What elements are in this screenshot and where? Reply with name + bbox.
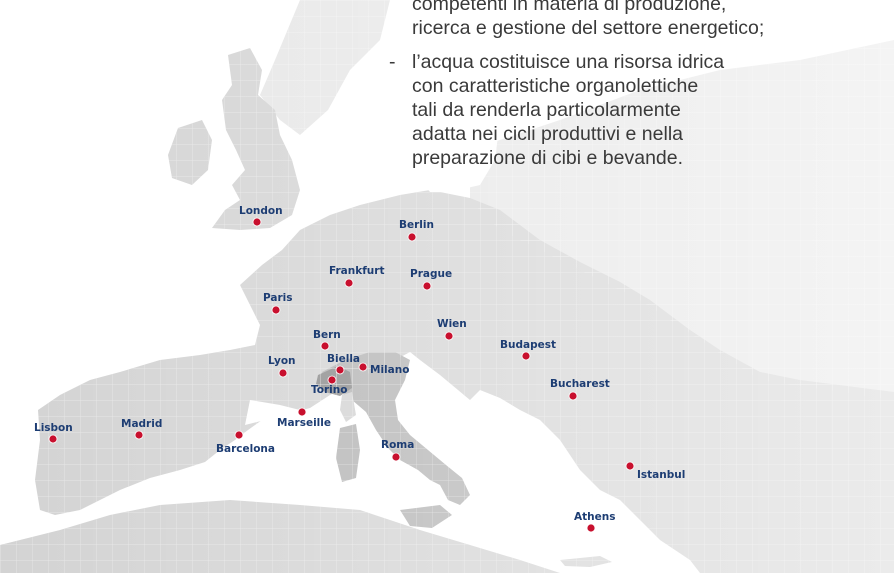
london-label: London <box>239 205 283 217</box>
city-istanbul: Istanbul <box>625 461 685 481</box>
city-wien: Wien <box>437 318 467 341</box>
city-bucharest: Bucharest <box>550 378 610 401</box>
roma-marker <box>391 452 401 462</box>
city-prague: Prague <box>410 268 452 291</box>
milano-marker <box>358 362 368 372</box>
marseille-label: Marseille <box>277 417 331 429</box>
city-berlin: Berlin <box>399 219 434 242</box>
athens-marker <box>586 523 596 533</box>
athens-label: Athens <box>574 511 615 523</box>
city-bern: Bern <box>313 329 341 351</box>
madrid-label: Madrid <box>121 418 162 430</box>
lisbon-marker <box>48 434 58 444</box>
city-london: London <box>239 205 283 227</box>
barcelona-label: Barcelona <box>216 443 275 455</box>
istanbul-marker <box>625 461 635 471</box>
marseille-marker <box>297 407 307 417</box>
bucharest-marker <box>568 391 578 401</box>
roma-label: Roma <box>381 439 414 451</box>
istanbul-label: Istanbul <box>637 469 685 481</box>
bern-marker <box>320 341 330 351</box>
city-paris: Paris <box>263 292 293 315</box>
description-line: competenti in materia di produzione, <box>412 0 727 15</box>
description-line: adatta nei cicli produttivi e nella <box>412 123 683 145</box>
lisbon-label: Lisbon <box>34 422 73 434</box>
description-line: ricerca e gestione del settore energetic… <box>412 17 765 39</box>
berlin-label: Berlin <box>399 219 434 231</box>
bucharest-label: Bucharest <box>550 378 610 390</box>
city-milano: Milano <box>358 362 409 376</box>
city-athens: Athens <box>574 511 615 533</box>
description-line: preparazione di cibi e bevande. <box>412 147 684 169</box>
description-item: - l’acqua costituisce una risorsa idrica… <box>384 50 854 170</box>
city-markers: London Berlin Frankfurt Prague Paris Ber… <box>34 205 685 533</box>
frankfurt-label: Frankfurt <box>329 265 384 277</box>
budapest-label: Budapest <box>500 339 556 351</box>
madrid-marker <box>134 430 144 440</box>
lyon-marker <box>278 368 288 378</box>
prague-marker <box>422 281 432 291</box>
description-text-block: competenti in materia di produzione, ric… <box>384 0 854 180</box>
prague-label: Prague <box>410 268 452 280</box>
description-item: competenti in materia di produzione, ric… <box>384 0 854 40</box>
frankfurt-marker <box>344 278 354 288</box>
barcelona-marker <box>234 430 244 440</box>
paris-marker <box>271 305 281 315</box>
budapest-marker <box>521 351 531 361</box>
lyon-label: Lyon <box>268 355 296 367</box>
city-lyon: Lyon <box>268 355 296 378</box>
city-lisbon: Lisbon <box>34 422 73 444</box>
item-dash: - <box>389 51 396 73</box>
city-marseille: Marseille <box>277 407 331 429</box>
description-line: con caratteristiche organolettiche <box>412 75 699 97</box>
city-biella: Biella <box>327 353 360 375</box>
bern-label: Bern <box>313 329 341 341</box>
city-frankfurt: Frankfurt <box>329 265 384 288</box>
biella-label: Biella <box>327 353 360 365</box>
city-barcelona: Barcelona <box>216 430 275 455</box>
biella-marker <box>335 365 345 375</box>
description-line: l’acqua costituisce una risorsa idrica <box>412 51 725 73</box>
berlin-marker <box>407 232 417 242</box>
wien-marker <box>444 331 454 341</box>
city-torino: Torino <box>311 375 347 396</box>
wien-label: Wien <box>437 318 467 330</box>
city-budapest: Budapest <box>500 339 556 361</box>
city-roma: Roma <box>381 439 414 462</box>
torino-label: Torino <box>311 384 347 396</box>
description-line: tali da renderla particolarmente <box>412 99 681 121</box>
torino-marker <box>327 375 337 385</box>
paris-label: Paris <box>263 292 293 304</box>
london-marker <box>252 217 262 227</box>
milano-label: Milano <box>370 364 409 376</box>
city-madrid: Madrid <box>121 418 162 440</box>
